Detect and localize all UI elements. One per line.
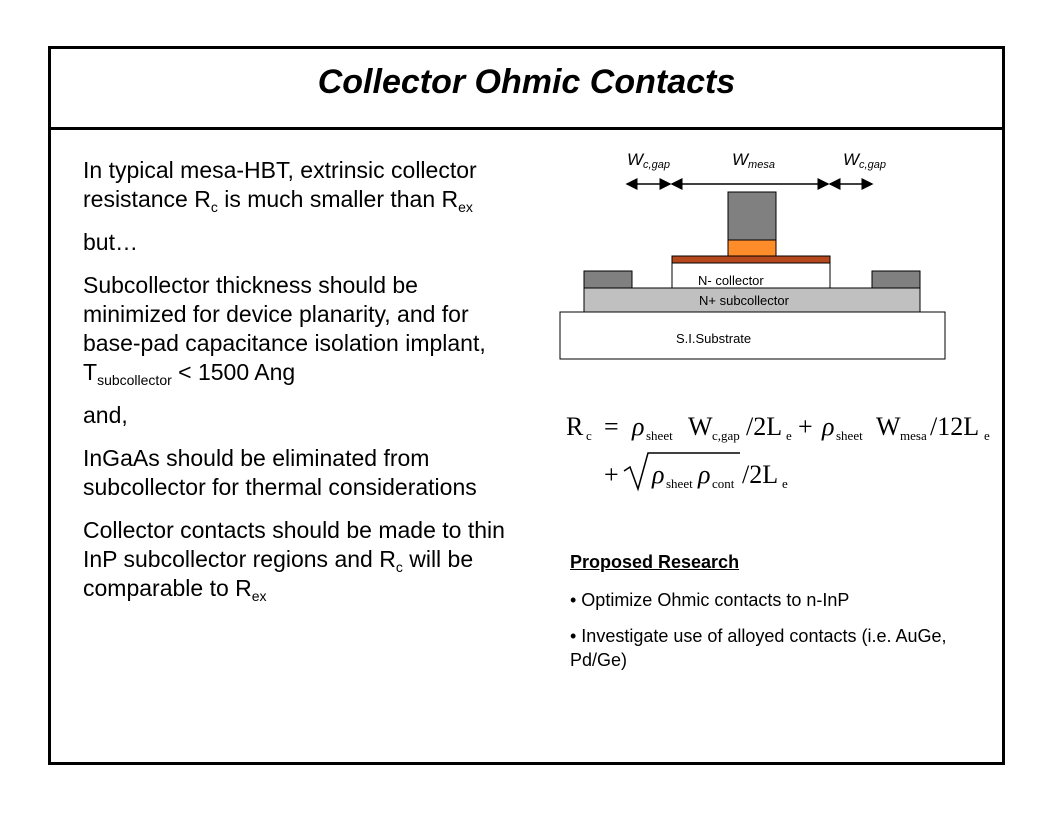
- w-symbol: W: [688, 412, 713, 441]
- hbt-cross-section: Wc,gap Wmesa Wc,gap N- collector N+ subc…: [550, 140, 970, 370]
- wcgap-left-label: Wc,gap: [627, 150, 670, 171]
- proposed-heading: Proposed Research: [570, 552, 740, 572]
- subscript: c: [395, 559, 403, 575]
- base-layer: [671, 255, 831, 264]
- two-l: /2L: [746, 412, 782, 441]
- collector-contact-right: [871, 270, 921, 289]
- equation-svg: R c = ρ sheet W c,gap /2L e + ρ sheet W …: [566, 412, 990, 492]
- text: is much smaller than R: [217, 186, 459, 212]
- subscript: c: [210, 199, 218, 215]
- collector-contact-left: [583, 270, 633, 289]
- subcollector-layer: [583, 287, 921, 313]
- text: In typical mesa-HBT, extrinsic collector…: [83, 157, 477, 212]
- e-subscript: e: [786, 428, 792, 443]
- sheet-subscript: sheet: [836, 428, 863, 443]
- subscript: mesa: [748, 159, 775, 171]
- sqrt-symbol: [623, 452, 740, 492]
- subscript: subcollector: [97, 372, 172, 388]
- subscript: ex: [251, 588, 267, 604]
- n-collector-label: N- collector: [698, 273, 764, 288]
- rho-symbol: ρ: [821, 412, 834, 441]
- rc-symbol: R: [566, 412, 584, 441]
- e-subscript: e: [984, 428, 990, 443]
- cont-subscript: cont: [712, 476, 735, 491]
- title-band: Collector Ohmic Contacts: [51, 49, 1002, 130]
- rho-symbol: ρ: [651, 460, 664, 489]
- slide-title: Collector Ohmic Contacts: [317, 63, 736, 101]
- slide-frame: Collector Ohmic Contacts: [48, 46, 1005, 765]
- emitter-semiconductor: [727, 239, 777, 257]
- subscript: c,gap: [859, 159, 886, 171]
- substrate-layer: [559, 311, 946, 360]
- rc-equation: R c = ρ sheet W c,gap /2L e + ρ sheet W …: [560, 395, 1000, 495]
- paragraph-contacts: Collector contacts should be made to thi…: [83, 516, 513, 603]
- text: < 1500 Ang: [171, 359, 296, 385]
- plus-sign: +: [604, 460, 619, 489]
- rho-symbol: ρ: [697, 460, 710, 489]
- sheet-subscript: sheet: [646, 428, 673, 443]
- paragraph-rc: In typical mesa-HBT, extrinsic collector…: [83, 156, 513, 214]
- text: will be comparable to R: [83, 546, 474, 601]
- paragraph-but: but…: [83, 229, 138, 255]
- substrate-label: S.I.Substrate: [676, 331, 752, 346]
- e-subscript: e: [782, 476, 788, 491]
- w-symbol: W: [876, 412, 901, 441]
- wcgap-right-label: Wc,gap: [843, 150, 886, 171]
- emitter-contact: [727, 191, 777, 241]
- subscript: c,gap: [643, 159, 670, 171]
- text: Subcollector thickness should be minimiz…: [83, 272, 486, 385]
- two-l: /2L: [742, 460, 778, 489]
- sheet-subscript: sheet: [666, 476, 693, 491]
- proposed-research-block: Proposed Research • Optimize Ohmic conta…: [570, 550, 970, 684]
- wmesa-label: Wmesa: [732, 150, 775, 171]
- rc-subscript: c: [586, 428, 592, 443]
- text: Collector contacts should be made to thi…: [83, 517, 505, 572]
- subscript: ex: [458, 199, 473, 215]
- cgap-subscript: c,gap: [712, 428, 740, 443]
- text: W: [732, 150, 749, 169]
- text: W: [843, 150, 860, 169]
- equals-sign: =: [604, 412, 619, 441]
- paragraph-thickness: Subcollector thickness should be minimiz…: [83, 271, 513, 387]
- left-text-block: In typical mesa-HBT, extrinsic collector…: [83, 156, 513, 617]
- hbt-diagram-svg: [559, 178, 946, 360]
- proposed-item: • Investigate use of alloyed contacts (i…: [570, 626, 947, 670]
- paragraph-ingaas: InGaAs should be eliminated from subcoll…: [83, 445, 477, 500]
- twelve-l: /12L: [930, 412, 979, 441]
- rho-symbol: ρ: [631, 412, 644, 441]
- mesa-subscript: mesa: [900, 428, 927, 443]
- plus-sign: +: [798, 412, 813, 441]
- n-subcollector-label: N+ subcollector: [699, 293, 789, 308]
- text: W: [627, 150, 644, 169]
- proposed-item: • Optimize Ohmic contacts to n-InP: [570, 590, 850, 610]
- paragraph-and: and,: [83, 402, 128, 428]
